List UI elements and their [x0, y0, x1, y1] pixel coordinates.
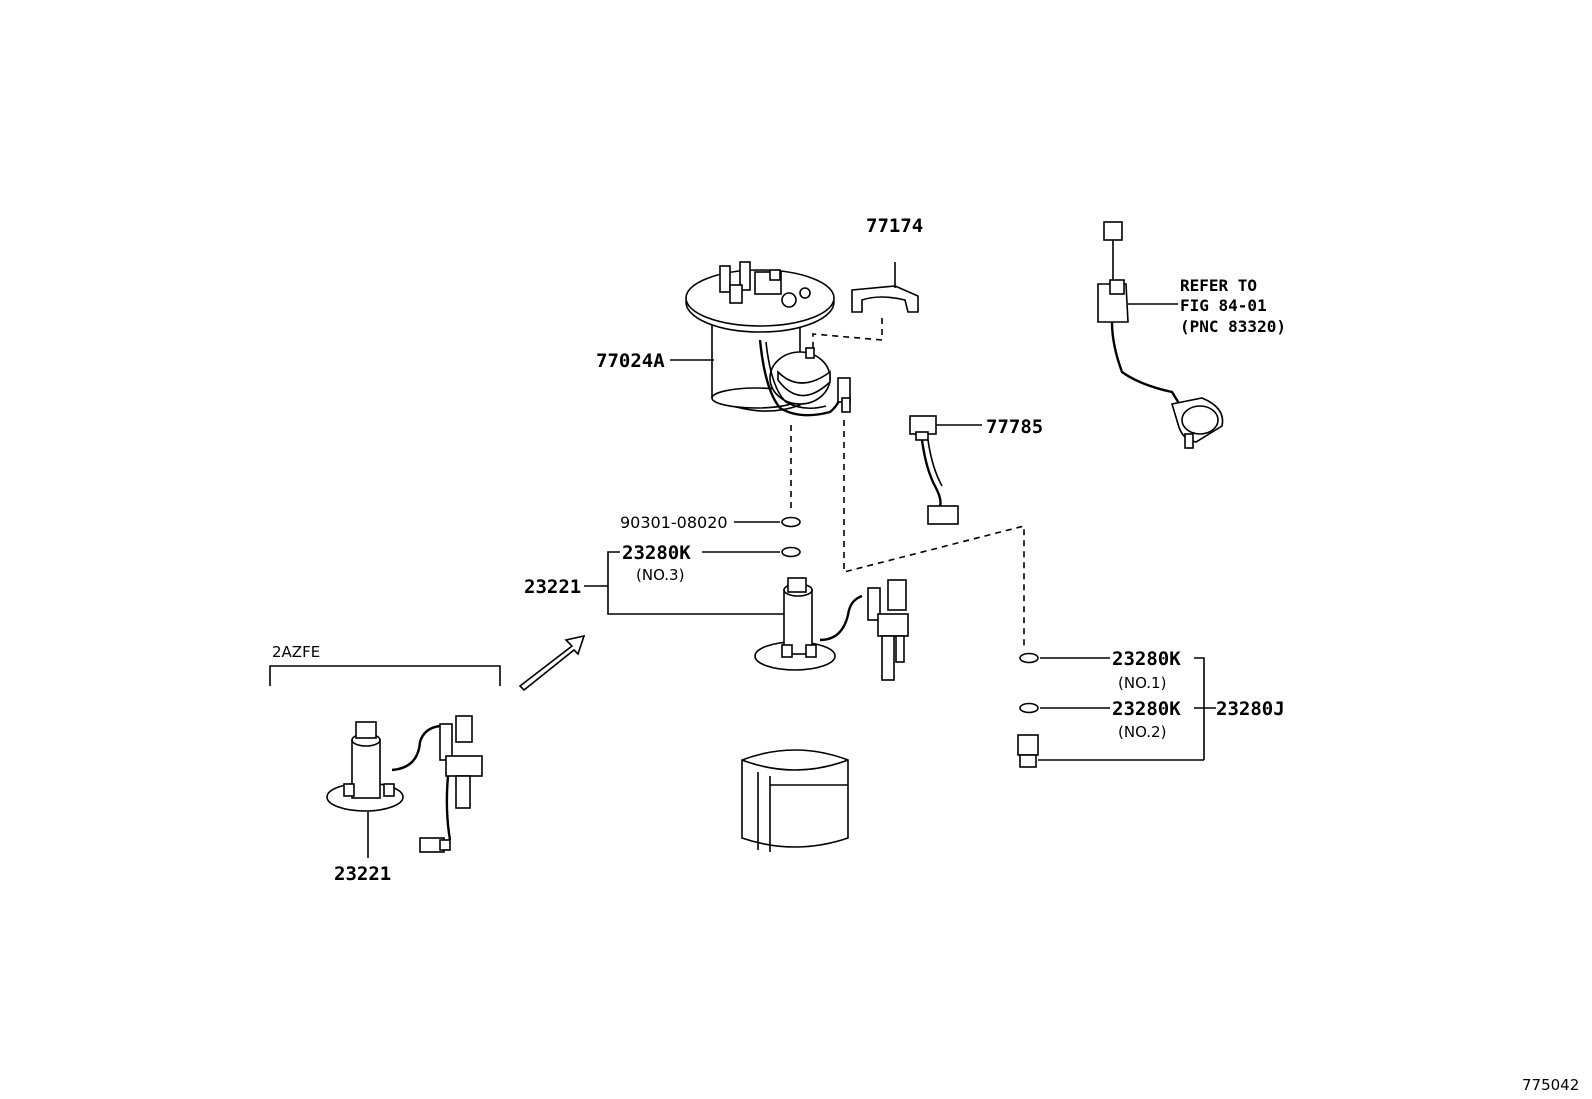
- sensor-plug-drawing: [1017, 734, 1204, 768]
- label-engine-2azfe: 2AZFE: [272, 643, 320, 661]
- label-23280K-no2[interactable]: 23280K: [1112, 698, 1181, 720]
- direction-arrow: [518, 634, 586, 692]
- label-77024A[interactable]: 77024A: [596, 350, 665, 372]
- refer-line-3: (PNC 83320): [1180, 317, 1286, 336]
- label-no3: (NO.3): [636, 566, 684, 584]
- fuel-pump-2azfe-drawing: [326, 715, 483, 853]
- label-23280K-no3[interactable]: 23280K: [622, 542, 691, 564]
- fuel-sender-gauge-drawing: [1097, 221, 1224, 449]
- label-23221-main[interactable]: 23221: [524, 576, 581, 598]
- o-rings-drawing: [781, 516, 1039, 714]
- label-no2: (NO.2): [1118, 723, 1166, 741]
- part-labels: 77174 77024A 77785 90301-08020 23280K (N…: [272, 215, 1579, 1094]
- refer-line-1: REFER TO: [1180, 276, 1257, 295]
- refer-line-2[interactable]: FIG 84-01: [1180, 296, 1267, 315]
- label-77785[interactable]: 77785: [986, 416, 1043, 438]
- retainer-clip-drawing: [851, 262, 919, 313]
- label-90301-08020[interactable]: 90301-08020: [620, 513, 728, 532]
- fuel-filter-drawing: [741, 749, 849, 852]
- wire-harness-drawing: [909, 415, 982, 525]
- fuel-pump-module-drawing: [685, 261, 851, 417]
- fuel-pump-main-drawing: [754, 577, 909, 681]
- label-77174[interactable]: 77174: [866, 215, 923, 237]
- label-23221-alt[interactable]: 23221: [334, 863, 391, 885]
- label-no1: (NO.1): [1118, 674, 1166, 692]
- label-23280J[interactable]: 23280J: [1216, 698, 1285, 720]
- label-23280K-no1[interactable]: 23280K: [1112, 648, 1181, 670]
- leader-lines: [269, 318, 1216, 858]
- diagram-id: 775042: [1522, 1076, 1579, 1094]
